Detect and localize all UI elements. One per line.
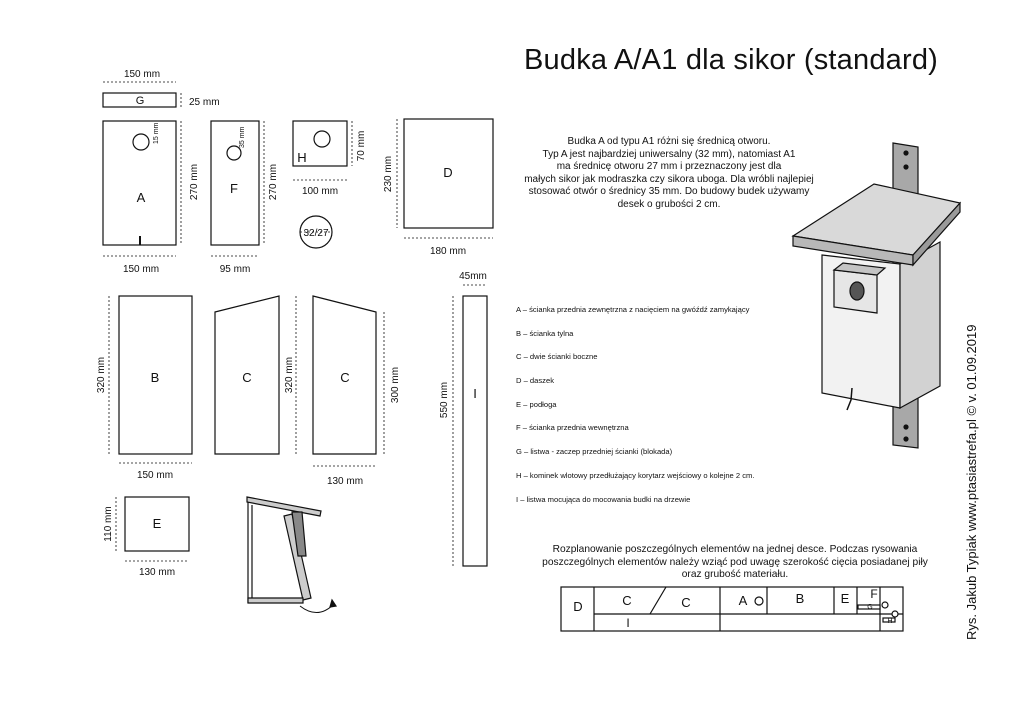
- svg-text:100 mm: 100 mm: [302, 186, 338, 197]
- svg-text:E: E: [153, 516, 162, 531]
- part-i: I 45mm 550 mm: [439, 271, 488, 567]
- svg-text:300 mm: 300 mm: [390, 367, 401, 403]
- svg-text:45mm: 45mm: [459, 271, 487, 282]
- svg-text:B: B: [796, 591, 805, 606]
- svg-text:270 mm: 270 mm: [268, 164, 279, 200]
- part-e: E 130 mm 110 mm: [103, 496, 190, 578]
- part-d: D 180 mm 230 mm: [383, 118, 494, 257]
- svg-text:I: I: [626, 616, 629, 630]
- description-line: małych sikor jak modraszka czy sikora ub…: [524, 173, 814, 185]
- legend-item: C – dwie ścianki boczne: [516, 352, 598, 362]
- svg-text:130 mm: 130 mm: [327, 476, 363, 487]
- legend-item: G – listwa - zaczep przedniej ścianki (b…: [516, 447, 673, 457]
- entrance-hole-diameter: 32/27: [299, 215, 333, 249]
- svg-text:150 mm: 150 mm: [123, 264, 159, 275]
- part-f: F 35 mm 95 mm 270 mm: [210, 120, 279, 275]
- svg-text:H: H: [887, 618, 892, 625]
- svg-text:320 mm: 320 mm: [284, 357, 295, 393]
- description-line: stosować otwór o średnicy 35 mm. Do budo…: [528, 186, 810, 198]
- svg-text:D: D: [443, 165, 452, 180]
- svg-text:32/27: 32/27: [303, 228, 328, 239]
- part-c-left: C 320 mm: [214, 295, 297, 455]
- part-h: H 100 mm 70 mm: [292, 120, 367, 197]
- svg-text:G: G: [867, 604, 872, 611]
- svg-text:15 mm: 15 mm: [153, 122, 160, 144]
- layout-note-line: Rozplanowanie poszczególnych elementów n…: [552, 544, 918, 555]
- legend-item: A – ścianka przednia zewnętrzna z nacięc…: [516, 305, 750, 314]
- svg-text:270 mm: 270 mm: [189, 164, 200, 200]
- svg-text:320 mm: 320 mm: [96, 357, 107, 393]
- author-credit: Rys. Jakub Typiak www.ptasiastrefa.pl © …: [964, 324, 979, 640]
- svg-text:95 mm: 95 mm: [220, 264, 251, 275]
- description-line: ma średnicę otworu 27 mm i przeznaczony …: [556, 161, 782, 173]
- svg-text:A: A: [137, 190, 146, 205]
- page-title: Budka A/A1 dla sikor (standard): [524, 44, 939, 76]
- description-line: Typ A jest najbardziej uniwersalny (32 m…: [542, 148, 796, 160]
- svg-text:130 mm: 130 mm: [139, 567, 175, 578]
- svg-text:70 mm: 70 mm: [356, 131, 367, 162]
- svg-text:110 mm: 110 mm: [103, 506, 114, 541]
- svg-text:A: A: [739, 593, 748, 608]
- legend-item: F – ścianka przednia wewnętrzna: [516, 423, 629, 433]
- svg-text:C: C: [340, 370, 349, 385]
- description-line: desek o grubości 2 cm.: [617, 198, 721, 210]
- part-g: G 150 mm 25 mm: [102, 69, 220, 108]
- parts-legend: A – ścianka przednia zewnętrzna z nacięc…: [516, 305, 754, 518]
- cross-section-sketch: [246, 496, 338, 613]
- svg-text:25 mm: 25 mm: [189, 97, 220, 108]
- legend-item: H – kominek wlotowy przedłużający koryta…: [516, 470, 755, 480]
- birdhouse-illustration: [791, 142, 962, 449]
- board-layout: D C C A B E F G H I: [560, 586, 904, 632]
- part-c-right: C 130 mm 300 mm: [312, 295, 401, 487]
- svg-text:C: C: [681, 595, 690, 610]
- svg-text:B: B: [151, 370, 160, 385]
- svg-text:C: C: [622, 593, 631, 608]
- svg-text:H: H: [297, 150, 306, 165]
- legend-item: E – podłoga: [516, 399, 557, 409]
- svg-text:230 mm: 230 mm: [383, 156, 394, 192]
- part-b: B 150 mm 320 mm: [96, 295, 193, 481]
- legend-item: B – ścianka tylna: [516, 328, 574, 338]
- svg-text:35 mm: 35 mm: [239, 126, 246, 148]
- description: Budka A od typu A1 różni się średnicą ot…: [519, 136, 819, 212]
- layout-note-line: oraz grubość materiału.: [681, 569, 789, 580]
- layout-note-line: poszczególnych elementów należy wziąć po…: [542, 556, 928, 568]
- description-line: Budka A od typu A1 różni się średnicą ot…: [567, 136, 771, 147]
- legend-item: I – listwa mocująca do mocowania budki n…: [516, 494, 691, 504]
- svg-text:150 mm: 150 mm: [124, 69, 160, 80]
- svg-text:E: E: [841, 591, 850, 606]
- svg-text:F: F: [870, 587, 877, 601]
- svg-text:F: F: [230, 181, 238, 196]
- svg-text:150 mm: 150 mm: [137, 470, 173, 481]
- part-a: A 15 mm 150 mm 270 mm: [102, 120, 200, 275]
- svg-text:180 mm: 180 mm: [430, 246, 466, 257]
- svg-text:550 mm: 550 mm: [439, 382, 450, 418]
- layout-note: Rozplanowanie poszczególnych elementów n…: [520, 544, 950, 582]
- legend-item: D – daszek: [516, 376, 554, 386]
- svg-text:I: I: [473, 386, 477, 401]
- svg-text:G: G: [136, 95, 145, 107]
- svg-text:C: C: [242, 370, 251, 385]
- svg-text:D: D: [573, 599, 582, 614]
